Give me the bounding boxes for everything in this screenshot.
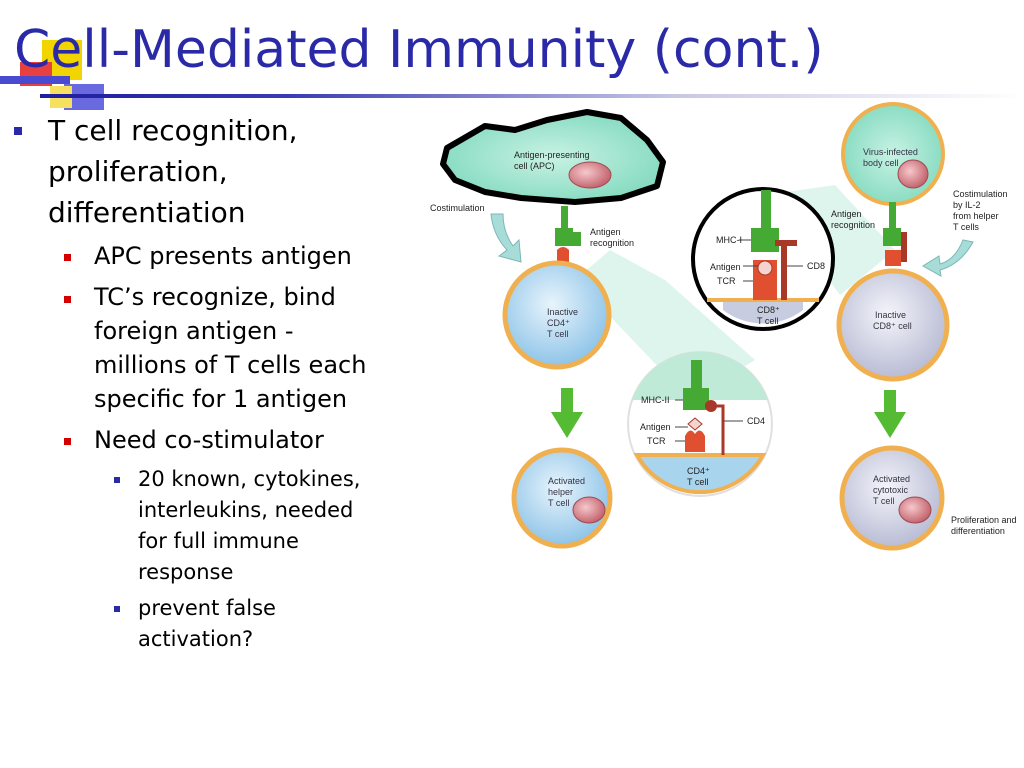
bullet-tc-recognize-line2: foreign antigen - xyxy=(94,317,294,345)
activated-helper-label-line2: helper xyxy=(548,487,573,497)
activated-helper-label-line3: T cell xyxy=(548,498,569,508)
cd8-zoom-cell-label: CD8⁺ xyxy=(757,305,780,315)
activated-cytotoxic-label: Activated xyxy=(873,474,910,484)
costimulation-right-label: Costimulation xyxy=(953,189,1008,199)
cd8-zoom-inset: MHC-I Antigen TCR CD8 CD8⁺ T cell xyxy=(691,187,835,331)
virus-cell-label-line2: body cell xyxy=(863,158,899,168)
bullet-tc-recognize-line3: millions of T cells each xyxy=(94,351,367,379)
title-underline xyxy=(40,94,1024,98)
apc-label: Antigen-presenting xyxy=(514,150,590,160)
helper-nucleus xyxy=(572,496,606,524)
antigen-recognition-left-label: Antigen xyxy=(590,227,621,237)
bullet-t-cell-recognition-line3: differentiation xyxy=(48,196,246,229)
apc-nucleus xyxy=(568,161,612,189)
virus-cell-nucleus xyxy=(897,159,929,189)
cytotoxic-nucleus xyxy=(898,496,932,524)
activated-helper-cell: Activated helper T cell xyxy=(511,447,613,549)
bullet-20-known-line3: for full immune xyxy=(138,529,299,553)
bullet-marker-level2 xyxy=(64,254,71,261)
bullet-need-costimulator: Need co-stimulator xyxy=(94,426,324,454)
title-deco-blue xyxy=(0,76,70,84)
cd8-zoom-cell-label-line2: T cell xyxy=(757,316,778,326)
cd8-zoom-tcr-label: TCR xyxy=(717,276,736,286)
costimulation-right-label-line4: T cells xyxy=(953,222,979,232)
costimulation-right-label-line3: from helper xyxy=(953,211,999,221)
down-arrow-right xyxy=(874,390,906,438)
apc-label-line2: cell (APC) xyxy=(514,161,555,171)
virus-cell-label: Virus-infected xyxy=(863,147,918,157)
bullet-marker-level1 xyxy=(14,127,22,135)
bullet-prevent-false-line1: prevent false xyxy=(138,596,276,620)
bullet-t-cell-recognition-line2: proliferation, xyxy=(48,155,228,188)
proliferation-label-line2: differentiation xyxy=(951,526,1005,536)
cd4-zoom-tcr-label: TCR xyxy=(647,436,666,446)
proliferation-label: Proliferation and xyxy=(951,515,1017,525)
costimulation-left-arrow xyxy=(490,213,522,263)
costimulation-right-arrow xyxy=(922,239,974,277)
inactive-cd4-cell: Inactive CD4⁺ T cell xyxy=(502,260,612,370)
activated-cytotoxic-cell: Activated cytotoxic T cell xyxy=(839,445,945,551)
down-arrow-left xyxy=(551,388,583,438)
bullet-20-known-line1: 20 known, cytokines, xyxy=(138,467,361,491)
bullet-tc-recognize-line4: specific for 1 antigen xyxy=(94,385,348,413)
cd8-zoom-mhc-label: MHC-I xyxy=(716,235,742,245)
cd8-zoom-co-label: CD8 xyxy=(807,261,825,271)
bullet-tc-recognize-line1: TC’s recognize, bind xyxy=(94,283,336,311)
inactive-cd8-cell: Inactive CD8⁺ cell xyxy=(836,268,950,382)
apc-receptor-stack xyxy=(555,206,581,266)
bullet-marker-level2 xyxy=(64,438,71,445)
bullet-marker-level3 xyxy=(114,477,120,483)
cd4-zoom-inset: MHC-II Antigen TCR CD4 CD4⁺ T cell xyxy=(627,351,773,497)
bullet-apc-presents: APC presents antigen xyxy=(94,242,352,270)
bullet-marker-level2 xyxy=(64,296,71,303)
inactive-cd8-label: Inactive xyxy=(875,310,906,320)
inactive-cd4-label-line2: CD4⁺ xyxy=(547,318,570,328)
antigen-recognition-right-label: Antigen xyxy=(831,209,862,219)
slide-title: Cell-Mediated Immunity (cont.) xyxy=(14,20,824,80)
activated-cytotoxic-label-line2: cytotoxic xyxy=(873,485,909,495)
apc-cell: Antigen-presenting cell (APC) xyxy=(440,109,666,205)
costimulation-left-label: Costimulation xyxy=(430,203,485,213)
inactive-cd4-label-line3: T cell xyxy=(547,329,568,339)
bullet-marker-level3 xyxy=(114,606,120,612)
cd4-zoom-co-label: CD4 xyxy=(747,416,765,426)
t-cell-activation-figure: Antigen-presenting cell (APC) Costimulat… xyxy=(430,102,1017,551)
inactive-cd4-label: Inactive xyxy=(547,307,578,317)
cd4-zoom-antigen-label: Antigen xyxy=(640,422,671,432)
cd8-zoom-antigen-label: Antigen xyxy=(710,262,741,272)
cd4-zoom-cell-label: CD4⁺ xyxy=(687,466,710,476)
inactive-cd8-label-line2: CD8⁺ cell xyxy=(873,321,912,331)
virus-infected-cell: Virus-infected body cell xyxy=(841,102,945,206)
antigen-recognition-right-label-line2: recognition xyxy=(831,220,875,230)
cd4-zoom-cell-label-line2: T cell xyxy=(687,477,708,487)
cd4-zoom-mhc-label: MHC-II xyxy=(641,395,670,405)
bullet-20-known-line4: response xyxy=(138,560,234,584)
activated-helper-label: Activated xyxy=(548,476,585,486)
bullet-t-cell-recognition-line1: T cell recognition, xyxy=(48,114,298,147)
bullet-20-known-line2: interleukins, needed xyxy=(138,498,354,522)
activated-cytotoxic-label-line3: T cell xyxy=(873,496,894,506)
antigen-recognition-left-label-line2: recognition xyxy=(590,238,634,248)
virus-cell-receptor-stack xyxy=(883,202,907,266)
costimulation-right-label-line2: by IL-2 xyxy=(953,200,981,210)
bullet-prevent-false-line2: activation? xyxy=(138,627,254,651)
